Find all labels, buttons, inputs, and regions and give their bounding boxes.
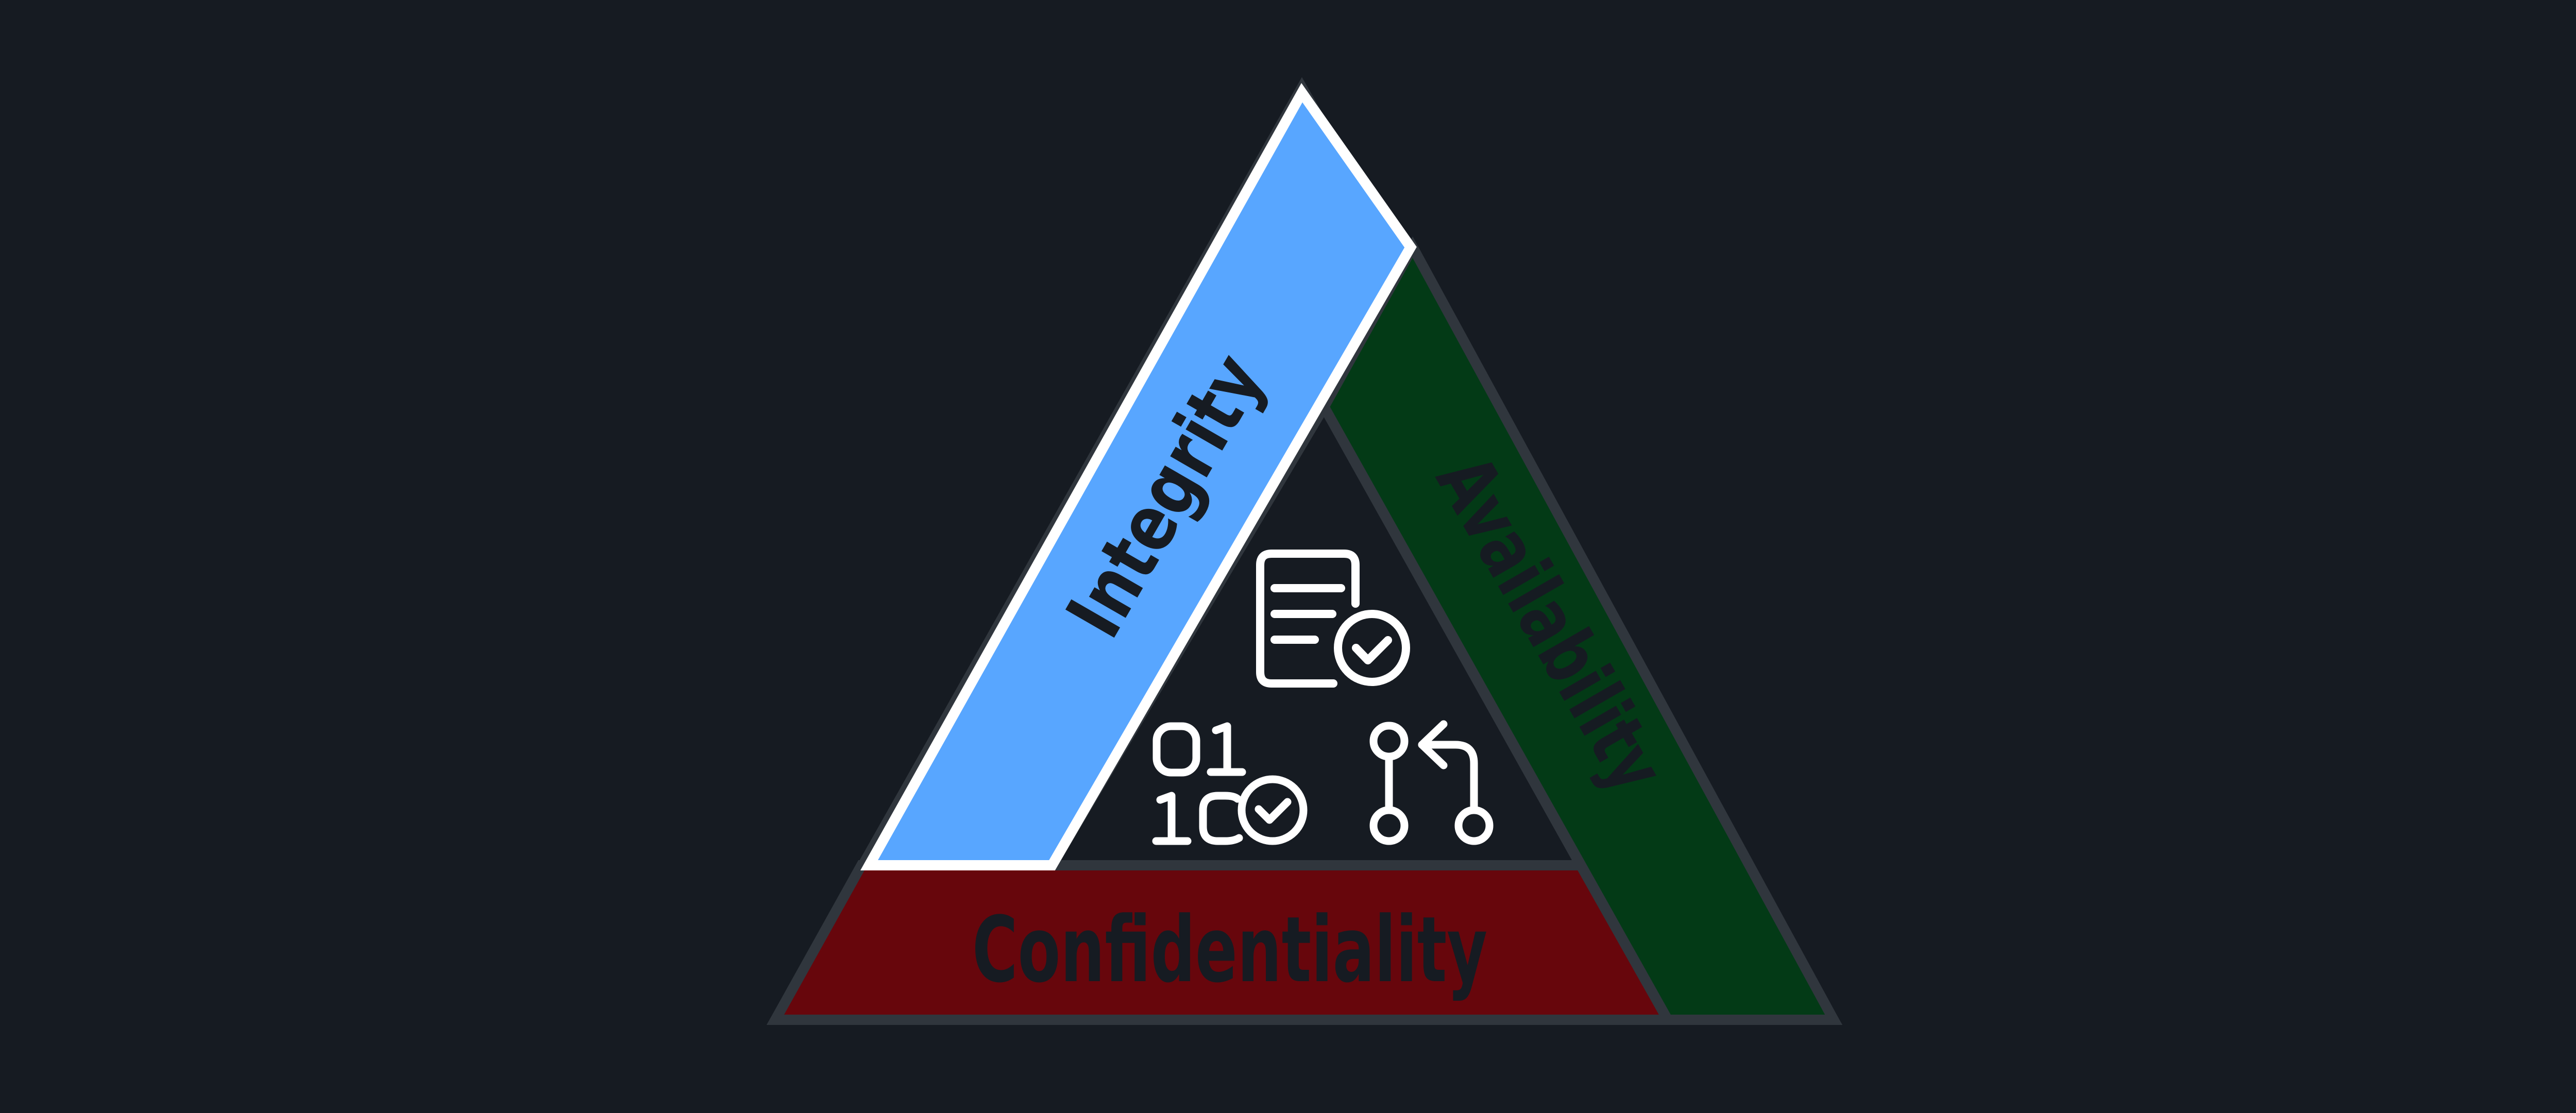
binary-check-icon <box>1152 722 1308 845</box>
pillar-confidentiality[interactable]: Confidentiality <box>766 860 1677 1025</box>
git-pull-request-icon <box>1369 720 1494 845</box>
file-check-icon <box>1256 550 1410 688</box>
confidentiality-label: Confidentiality <box>972 897 1487 1003</box>
integrity-band <box>860 83 1417 870</box>
